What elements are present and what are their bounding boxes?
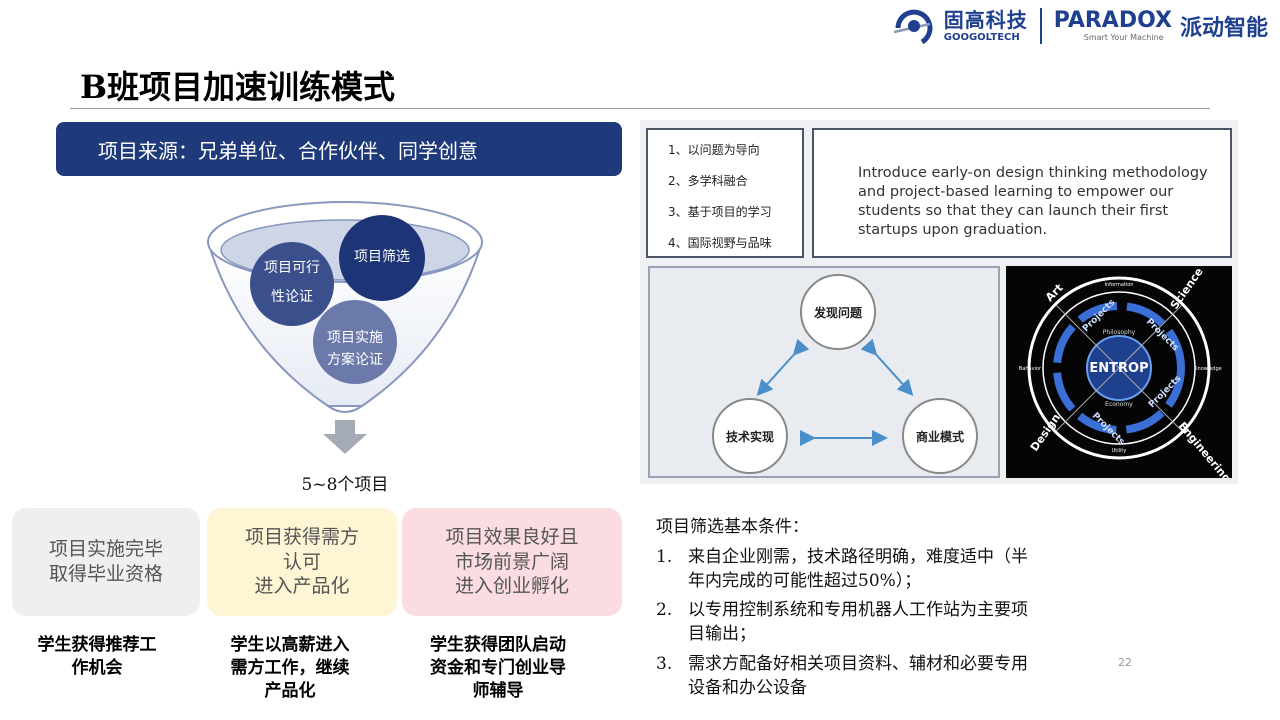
- caption-2-line1: 学生以高薪进入: [230, 635, 350, 655]
- entrop-information: Information: [1105, 282, 1134, 288]
- entrop-utility: Utility: [1112, 448, 1127, 454]
- entrop-behavior: Bahavior: [1019, 366, 1042, 372]
- criteria-num-1: 1.: [656, 546, 673, 567]
- entrop-wheel: ENTROP Art Science Engineering Design In…: [1019, 265, 1234, 485]
- caption-1-line1: 学生获得推荐工: [37, 635, 157, 655]
- entrop-center: ENTROP: [1089, 361, 1148, 376]
- entrop-engineering: Engineering: [1176, 420, 1232, 478]
- intro-line-2: and project-based learning to empower ou…: [858, 184, 1174, 201]
- principle-4: 4、国际视野与品味: [668, 236, 772, 250]
- outcome-1-line2: 取得毕业资格: [48, 563, 163, 585]
- page-title: B班项目加速训练模式: [80, 68, 396, 106]
- outcome-box-productization: 项目获得需方 认可 进入产品化: [207, 508, 397, 616]
- funnel-circle-screening: [339, 215, 425, 301]
- circle-1-line2: 性论证: [271, 289, 313, 305]
- criteria-num-2: 2.: [656, 600, 673, 621]
- criteria-1-line2: 年内完成的可能性超过50%）；: [688, 570, 922, 591]
- funnel-output-label: 5~8个项目: [301, 475, 389, 495]
- header-logos: 固高科技 GOOGOLTECH PARADOX Smart Your Machi…: [892, 4, 1268, 48]
- outcome-caption-1: 学生获得推荐工 作机会: [22, 634, 172, 680]
- criteria-item-1: 1. 来自企业刚需，技术路径明确，难度适中（半 年内完成的可能性超过50%）；: [656, 546, 1126, 594]
- funnel-circle-feasibility: [250, 242, 334, 326]
- outcome-1-line1: 项目实施完毕: [48, 538, 163, 561]
- project-funnel: 项目可行 性论证 项目筛选 项目实施 方案论证: [206, 201, 484, 413]
- outcome-3-line3: 进入创业孵化: [454, 575, 569, 598]
- funnel-circle-plan: [313, 300, 397, 384]
- outcome-box-graduation: 项目实施完毕 取得毕业资格: [12, 508, 200, 616]
- outcome-2-line3: 进入产品化: [254, 575, 350, 598]
- principle-3: 3、基于项目的学习: [668, 205, 772, 219]
- intro-line-3: students so that they can launch their f…: [858, 203, 1169, 220]
- intro-text-box: Introduce early-on design thinking metho…: [812, 128, 1232, 258]
- outcome-3-line2: 市场前景广阔: [454, 550, 569, 573]
- outcome-2-line1: 项目获得需方: [244, 525, 359, 548]
- cycle-node-tech: 技术实现: [712, 398, 788, 474]
- paradox-cn: 派动智能: [1179, 16, 1268, 41]
- intro-line-4: startups upon graduation.: [858, 222, 1048, 239]
- caption-2-line3: 产品化: [264, 680, 316, 701]
- page-number: 22: [1118, 656, 1132, 669]
- criteria-1-line1: 来自企业刚需，技术路径明确，难度适中（半: [688, 546, 1028, 567]
- entrop-art: Art: [1043, 281, 1066, 304]
- screening-criteria: 项目筛选基本条件： 1. 来自企业刚需，技术路径明确，难度适中（半 年内完成的可…: [656, 516, 1126, 701]
- cycle-node-business: 商业模式: [902, 398, 978, 474]
- innovation-cycle-diagram: 发现问题 技术实现 商业模式: [648, 266, 1000, 478]
- paradox-logo-text: PARADOX Smart Your Machine: [1054, 10, 1172, 42]
- entrop-economy: Economy: [1105, 401, 1133, 408]
- principle-2: 2、多学科融合: [668, 174, 748, 188]
- criteria-title: 项目筛选基本条件：: [656, 517, 809, 537]
- cycle-arrows: [756, 338, 914, 446]
- criteria-item-2: 2. 以专用控制系统和专用机器人工作站为主要项 目输出；: [656, 599, 1126, 647]
- caption-1-line2: 作机会: [71, 657, 123, 678]
- circle-2-label: 项目筛选: [354, 249, 410, 265]
- caption-3-line2: 资金和专门创业导: [430, 657, 566, 678]
- criteria-2-line1: 以专用控制系统和专用机器人工作站为主要项: [688, 600, 1028, 621]
- logo-divider: [1039, 8, 1042, 44]
- criteria-3-line1: 需求方配备好相关项目资料、辅材和必要专用: [688, 653, 1028, 674]
- outcome-caption-2: 学生以高薪进入 需方工作，继续 产品化: [215, 634, 365, 703]
- criteria-item-3: 3. 需求方配备好相关项目资料、辅材和必要专用 设备和办公设备: [656, 653, 1126, 701]
- circle-3-line2: 方案论证: [327, 351, 383, 368]
- outcome-3-line1: 项目效果良好且: [445, 525, 579, 548]
- entrop-diagram: ENTROP Art Science Engineering Design In…: [1006, 265, 1234, 485]
- title-divider: [70, 108, 1210, 109]
- circle-3-line1: 项目实施: [327, 330, 383, 346]
- caption-3-line3: 师辅导: [472, 680, 524, 701]
- circle-1-line1: 项目可行: [264, 260, 320, 276]
- intro-line-1: Introduce early-on design thinking metho…: [858, 165, 1208, 181]
- googoltech-cn: 固高科技: [943, 7, 1028, 32]
- project-source-banner: 项目来源：兄弟单位、合作伙伴、同学创意: [56, 122, 622, 176]
- funnel-down-arrow-icon: [323, 420, 367, 454]
- outcome-2-line2: 认可: [282, 550, 321, 573]
- outcome-box-incubation: 项目效果良好且 市场前景广阔 进入创业孵化: [402, 508, 622, 616]
- outcome-caption-3: 学生获得团队启动 资金和专门创业导 师辅导: [418, 634, 578, 703]
- entrop-knowledge: Knowledge: [1194, 366, 1222, 372]
- principles-box: 1、以问题为导向 2、多学科融合 3、基于项目的学习 4、国际视野与品味: [646, 128, 804, 258]
- cycle-node-discover: 发现问题: [800, 274, 876, 350]
- entrop-philosophy: Philosophy: [1103, 329, 1136, 336]
- paradox-tagline: Smart Your Machine: [1083, 33, 1164, 42]
- googoltech-logo-text: 固高科技 GOOGOLTECH: [944, 10, 1028, 43]
- paradox-en: PARADOX: [1053, 8, 1172, 33]
- caption-3-line1: 学生获得团队启动: [430, 635, 566, 655]
- googoltech-logo-icon: [893, 9, 933, 45]
- entrop-science: Science: [1168, 266, 1206, 312]
- criteria-2-line2: 目输出；: [688, 624, 756, 645]
- googoltech-en: GOOGOLTECH: [943, 31, 1020, 43]
- criteria-3-line2: 设备和办公设备: [688, 677, 807, 698]
- caption-2-line2: 需方工作，继续: [230, 657, 350, 678]
- criteria-num-3: 3.: [656, 653, 673, 674]
- principle-1: 1、以问题为导向: [668, 143, 760, 157]
